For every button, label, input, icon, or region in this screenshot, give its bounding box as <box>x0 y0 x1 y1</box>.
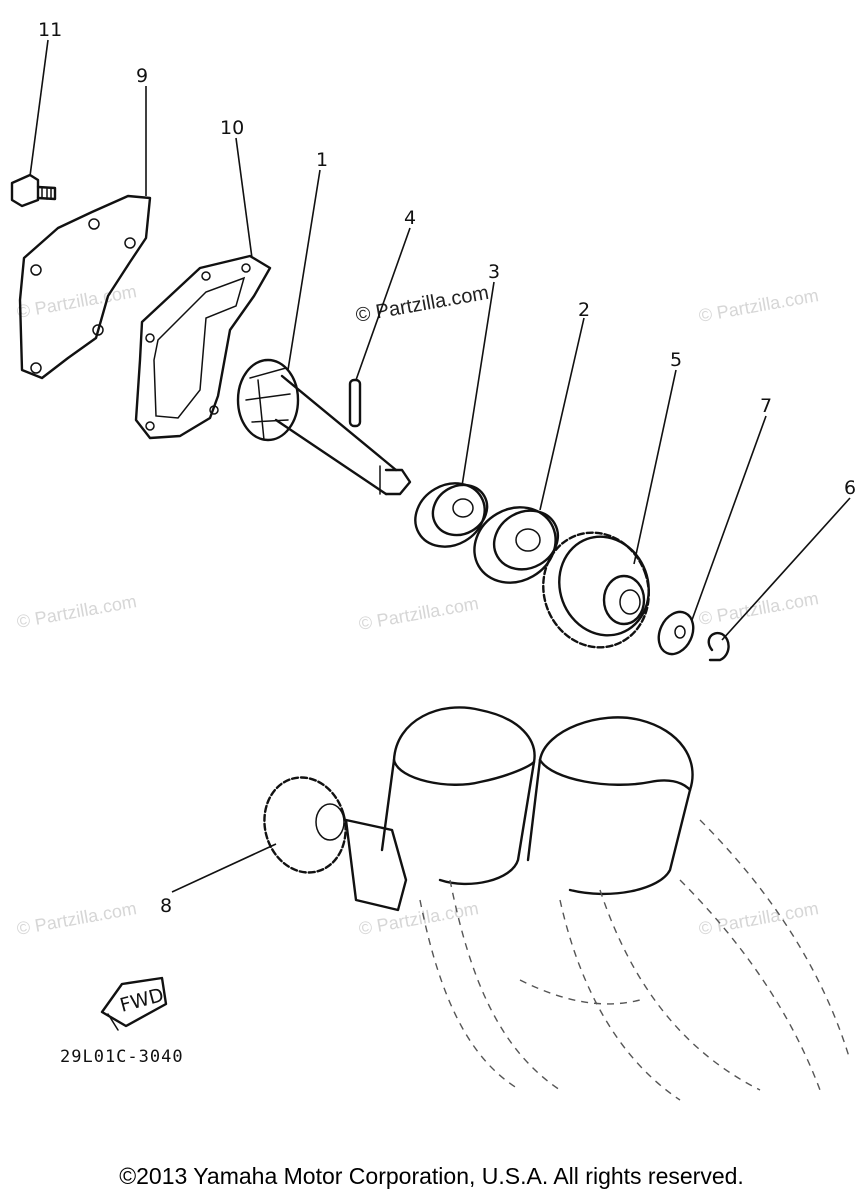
circlip-part <box>707 631 730 662</box>
engine-outline <box>344 706 851 1101</box>
small-bearing-part <box>414 482 489 548</box>
fwd-arrow-icon: FWD <box>100 976 168 1031</box>
impeller-shaft-part <box>236 358 412 496</box>
callout-label: 4 <box>404 207 416 229</box>
washer-part <box>657 610 695 656</box>
watermark-dark: © Partzilla.com <box>354 282 491 327</box>
drive-gear-part <box>263 776 347 874</box>
watermark: © Partzilla.com <box>697 285 820 326</box>
leader-lines <box>29 39 851 893</box>
bolt-part <box>10 173 57 208</box>
callout-label: 5 <box>670 349 682 371</box>
watermark: © Partzilla.com <box>15 898 138 939</box>
driven-gear-part <box>542 531 650 649</box>
callout-label: 9 <box>136 65 148 87</box>
large-bearing-part <box>473 506 560 584</box>
copyright-notice: ©2013 Yamaha Motor Corporation, U.S.A. A… <box>119 1163 744 1189</box>
fwd-label: FWD <box>118 984 167 1017</box>
callout-label: 10 <box>220 117 244 139</box>
callout-label: 1 <box>316 149 328 171</box>
watermark: © Partzilla.com <box>697 588 820 629</box>
callout-label: 2 <box>578 299 590 321</box>
callout-label: 8 <box>160 895 172 917</box>
cover-plate-part <box>18 194 152 380</box>
callout-label: 11 <box>38 19 62 41</box>
watermark-group: © Partzilla.com © Partzilla.com © Partzi… <box>15 281 820 939</box>
watermark: © Partzilla.com <box>15 281 138 322</box>
watermark: © Partzilla.com <box>15 591 138 632</box>
callout-label: 7 <box>760 395 772 417</box>
pin-part <box>348 378 362 428</box>
callout-labels: 11 9 10 1 4 3 2 5 7 6 8 <box>38 19 856 917</box>
callout-label: 6 <box>844 477 856 499</box>
watermark: © Partzilla.com <box>357 593 480 634</box>
callout-label: 3 <box>488 261 500 283</box>
gasket-part <box>134 254 272 440</box>
diagram-code: 29L01C-3040 <box>60 1047 184 1067</box>
